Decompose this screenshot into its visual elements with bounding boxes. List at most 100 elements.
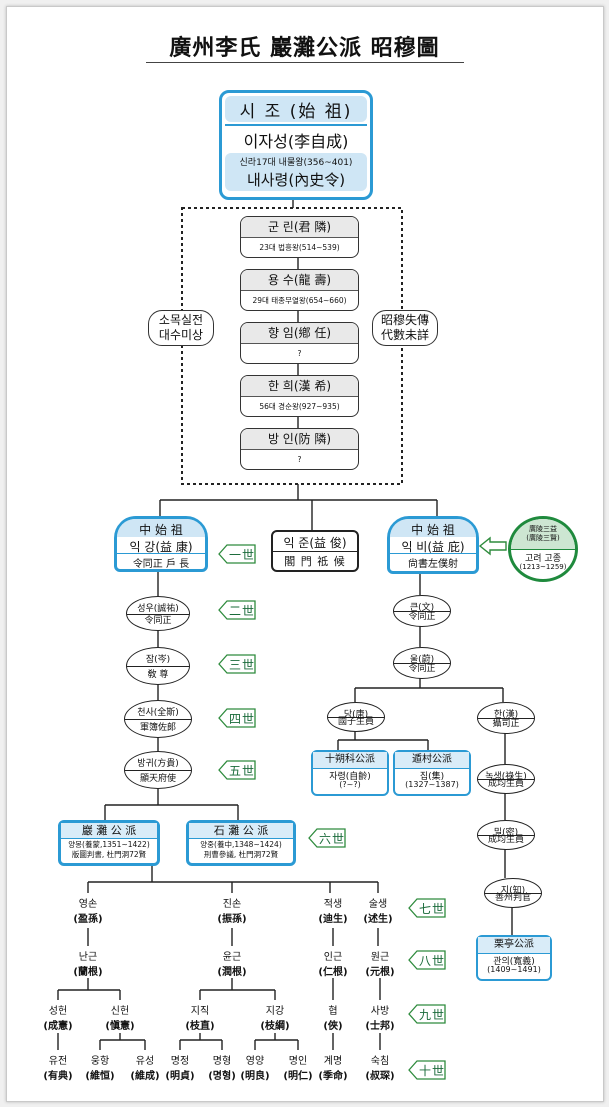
ancestor-left-head: 中 始 祖 <box>139 523 183 537</box>
person-oval: 당(唐)國子生員 <box>327 702 385 732</box>
person-korean: 명형 <box>212 1056 232 1067</box>
founder-note-band <box>225 153 367 191</box>
pa-box-name: 관의(寬義) <box>493 957 535 967</box>
person-oval: 밀(密)成均生員 <box>477 820 535 850</box>
person-hanja: (俠) <box>323 1021 343 1032</box>
pa-box-head: 栗亭公派 <box>478 937 550 954</box>
person-hanja: (枝直) <box>185 1021 215 1032</box>
person-gen10: 명형(명형) <box>202 1052 242 1082</box>
person-gen7: 술생(述生) <box>358 895 398 925</box>
person-oval: 한(漢)攝司正 <box>477 702 535 734</box>
person-korean: 유전 <box>48 1056 68 1067</box>
pa-box-name: 자령(自齡) <box>329 772 371 782</box>
ancestor-left-divider <box>117 553 205 554</box>
person-oval: 방귀(方貴)顯天府使 <box>124 751 192 789</box>
ancestor-right-head-band <box>390 519 476 537</box>
unknown-gen-left: 소목실전 대수미상 <box>148 310 214 346</box>
intermediate-box: 용 수(龍 壽) 29대 태종무열왕(654~660) <box>240 269 359 311</box>
intermediate-name: 한 희(漢 希) <box>241 376 358 397</box>
person-name: 울(蔚) <box>409 655 435 665</box>
founder-box: 시 조 (始 祖) 이자성(李自成) 신라17대 내물왕(356~401) 내사… <box>219 90 373 200</box>
intermediate-name: 향 임(鄕 任) <box>241 323 358 344</box>
person-oval: 울(蔚)令同正 <box>393 647 451 679</box>
badge-line2: (1213~1259) <box>519 563 567 571</box>
pa-box-line1: 양중(養中,1348~1424) <box>200 840 282 849</box>
generation-label: 十世 <box>418 1064 445 1078</box>
person-gen7: 적생 (迪生) <box>313 895 353 925</box>
founder-role-band <box>225 96 367 122</box>
ancestor-mid-box: 익 준(益 俊) 閣 門 祗 候 <box>271 530 359 572</box>
person-korean: 영손 <box>78 899 98 910</box>
ancestor-right-office: 尙書左僕射 <box>408 559 458 570</box>
founder-office: 내사령(內史令) <box>246 171 346 189</box>
pa-box-head: 石 灘 公 派 <box>189 823 293 839</box>
ancestor-right-head: 中 始 祖 <box>411 523 455 537</box>
person-office: 令同正 <box>144 616 172 626</box>
person-oval: 녹생(祿生)成均生員 <box>477 764 535 794</box>
person-office: 攝司正 <box>492 719 520 729</box>
intermediate-box: 군 린(君 隣) 23대 법흥왕(514~539) <box>240 216 359 258</box>
generation-label: 九世 <box>418 1008 445 1022</box>
intermediate-note: 23대 법흥왕(514~539) <box>259 243 340 252</box>
generation-marker: 十世 <box>408 1060 446 1080</box>
ancestor-right-name: 익 비(益 庇) <box>401 540 465 554</box>
intermediate-name: 군 린(君 隣) <box>241 217 358 238</box>
person-hanja: (維成) <box>130 1071 160 1082</box>
person-hanja: (元根) <box>365 967 395 978</box>
ancestor-left-office: 令同正 戶 長 <box>132 559 190 570</box>
badge-line1: 고려 고종 <box>525 554 561 564</box>
person-gen10: 유전(有典) <box>38 1052 78 1082</box>
person-gen10: 숙침(叔琛) <box>360 1052 400 1082</box>
generation-label: 八世 <box>418 954 445 968</box>
person-office: 善州判官 <box>494 893 531 903</box>
generation-marker: 二世 <box>218 600 256 620</box>
person-name: 당(唐) <box>343 710 369 720</box>
intermediate-box: 방 인(防 隣) ? <box>240 428 359 470</box>
person-gen8: 난근(蘭根) <box>68 948 108 978</box>
generation-marker: 四世 <box>218 708 256 728</box>
pa-box-yuljeong: 栗亭公派 관의(寬義) (1409~1491) <box>476 935 552 981</box>
person-korean: 웅항 <box>90 1056 110 1067</box>
person-korean: 협 <box>328 1006 338 1017</box>
person-hanja: (士邦) <box>365 1021 395 1032</box>
person-office: 令同正 <box>408 612 436 622</box>
pa-box-years: (1327~1387) <box>405 780 459 789</box>
unknown-gen-right: 昭穆失傳 代數未詳 <box>372 310 438 346</box>
person-hanja: (盈孫) <box>73 914 103 925</box>
pa-box-head: 巖 灘 公 派 <box>61 823 157 839</box>
intermediate-box: 한 희(漢 希) 56대 경순왕(927~935) <box>240 375 359 417</box>
pa-box-head: 十朔科公派 <box>313 752 387 769</box>
pa-box-line2: 版圖判書, 杜門洞72賢 <box>71 850 147 859</box>
person-korean: 계명 <box>323 1056 343 1067</box>
person-hanja: (迪生) <box>318 914 348 925</box>
generation-marker: 八世 <box>408 950 446 970</box>
person-korean: 명정 <box>170 1056 190 1067</box>
pa-box-seoktan: 石 灘 公 派 양중(養中,1348~1424) 刑曹參議, 杜門洞72賢 <box>186 820 296 866</box>
person-gen10: 영양(明良) <box>235 1052 275 1082</box>
person-gen8: 인근(仁根) <box>313 948 353 978</box>
person-oval: 성우(誠祐)令同正 <box>126 596 190 631</box>
person-oval: 큰(文)令同正 <box>393 595 451 627</box>
person-korean: 사방 <box>370 1006 390 1017</box>
person-gen10: 명정 (明貞) <box>160 1052 200 1082</box>
person-korean: 술생 <box>368 899 388 910</box>
person-office: 令同正 <box>408 664 436 674</box>
person-gen10: 명인(明仁) <box>278 1052 318 1082</box>
founder-name: 이자성(李自成) <box>243 132 349 151</box>
person-oval: 잠(岑)敎 尊 <box>126 647 190 685</box>
person-hanja: (季命) <box>318 1071 348 1082</box>
person-name: 한(漢) <box>493 710 519 720</box>
person-hanja: (明貞) <box>165 1071 195 1082</box>
person-office: 成均生員 <box>487 779 524 789</box>
person-gen9: 성헌(成憲) <box>38 1002 78 1032</box>
arrow-left-icon <box>478 536 507 556</box>
intermediate-name: 방 인(防 隣) <box>241 429 358 450</box>
pa-box-dunchon: 遁村公派 집(集) (1327~1387) <box>393 750 471 796</box>
person-korean: 적생 <box>323 899 343 910</box>
person-korean: 진손 <box>222 899 242 910</box>
person-office: 國子生員 <box>337 717 374 727</box>
generation-marker: 九世 <box>408 1004 446 1024</box>
person-name: 천사(全斯) <box>137 708 179 718</box>
generation-label: 四世 <box>228 712 255 726</box>
